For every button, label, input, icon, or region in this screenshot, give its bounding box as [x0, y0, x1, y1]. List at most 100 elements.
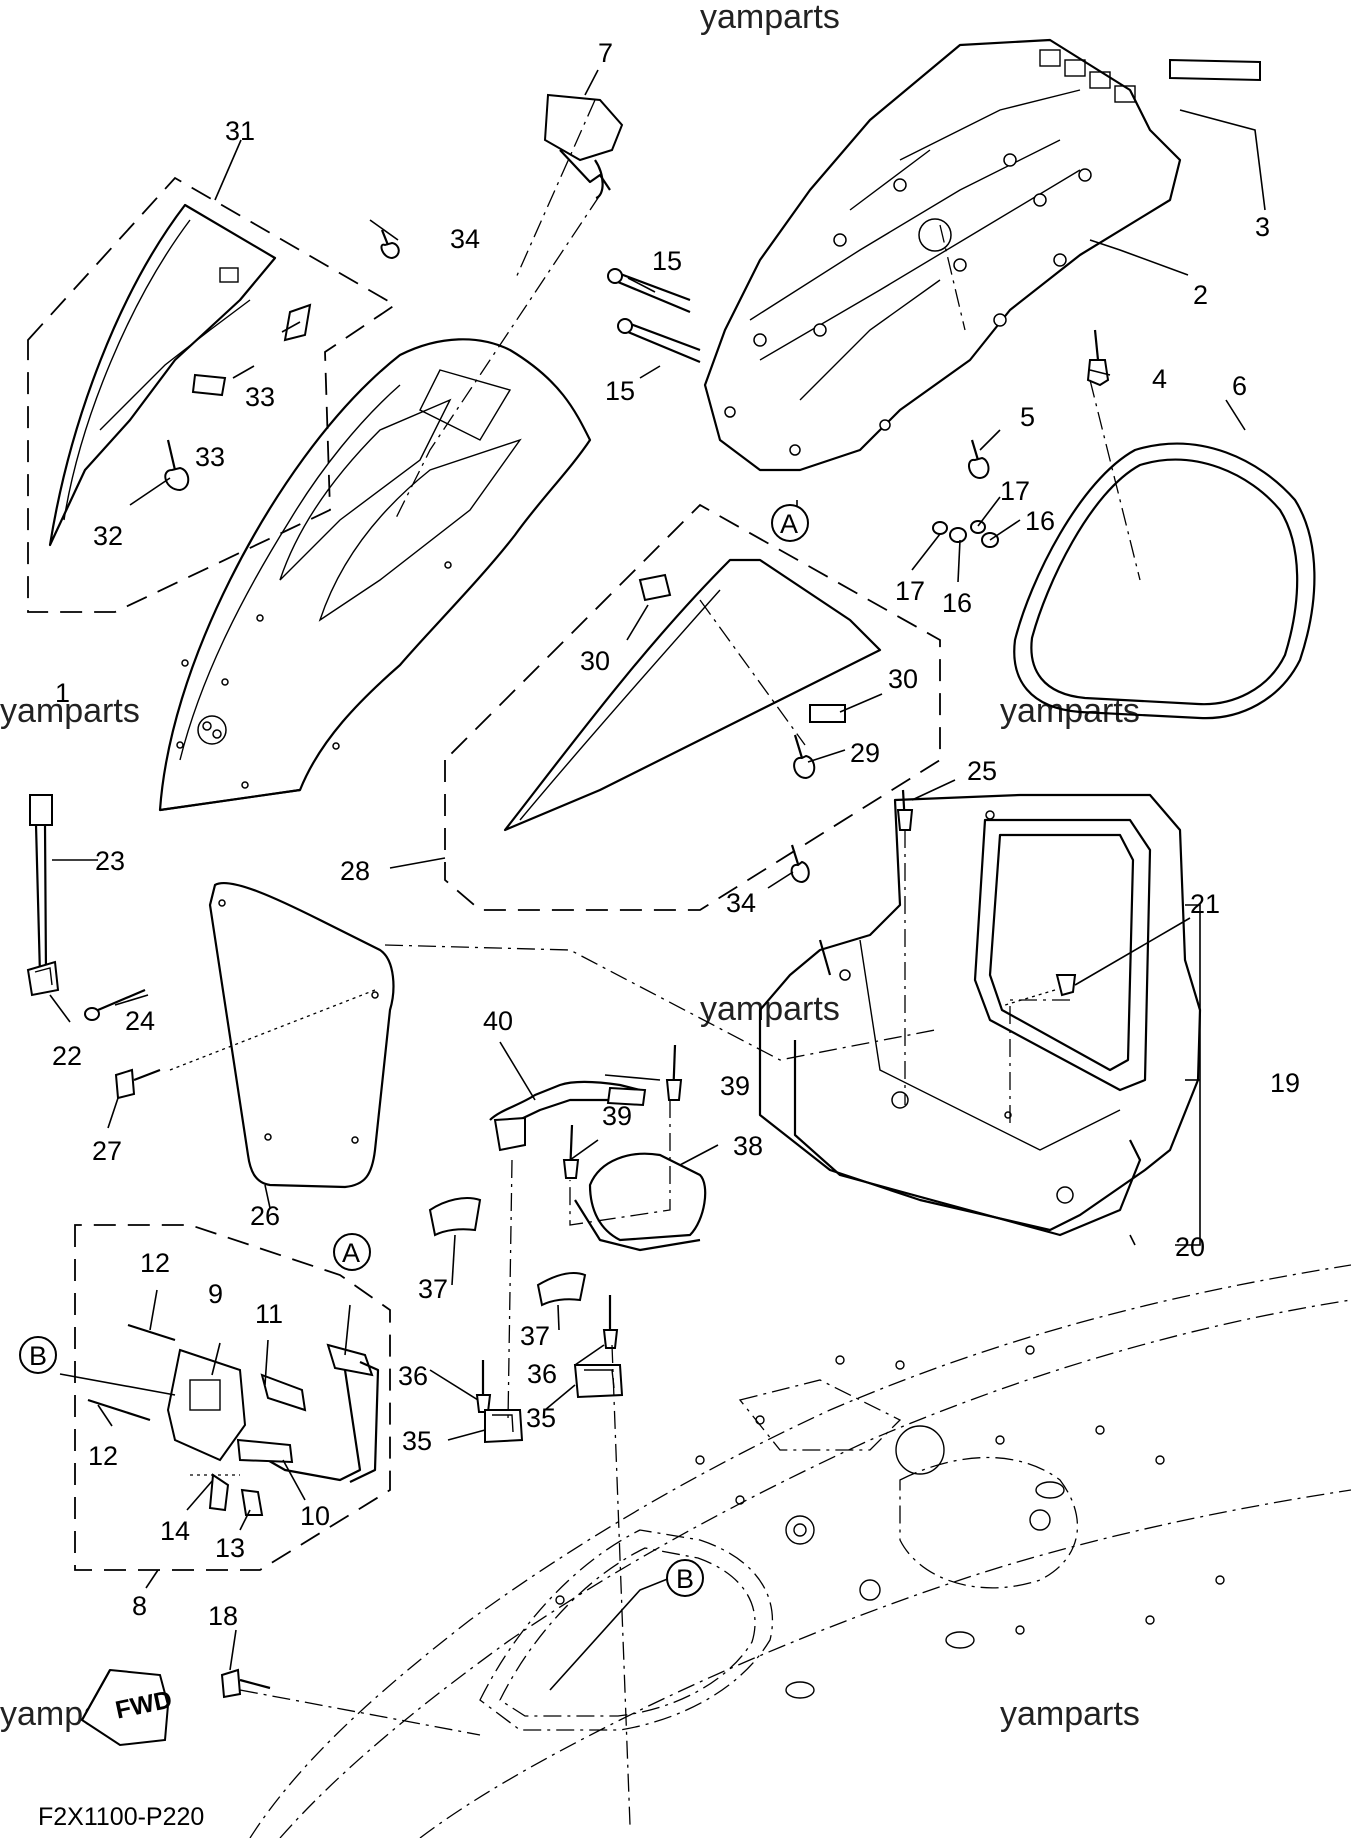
ref-marker-A: A — [771, 504, 809, 542]
hull-outline — [249, 1264, 1351, 1838]
callout-39: 39 — [602, 1101, 632, 1131]
callout-16: 16 — [1025, 506, 1055, 536]
rivet-25 — [896, 789, 914, 831]
cover-assembly-31 — [27, 176, 400, 613]
ref-marker-B: B — [666, 1559, 704, 1597]
callout-36: 36 — [398, 1361, 428, 1391]
clips-35 — [484, 1364, 624, 1444]
callout-18: 18 — [208, 1601, 238, 1631]
callout-27: 27 — [92, 1136, 122, 1166]
callout-22: 22 — [52, 1041, 82, 1071]
screw-29 — [793, 734, 816, 780]
screw-34-lower — [790, 844, 810, 884]
nuts-16-17 — [932, 520, 999, 548]
callout-10: 10 — [300, 1501, 330, 1531]
storage-bin-19 — [758, 793, 1202, 1237]
screw-18 — [220, 1668, 271, 1699]
strap-23 — [29, 794, 53, 977]
callout-19: 19 — [1270, 1068, 1300, 1098]
callout-21: 21 — [1190, 889, 1220, 919]
fwd-arrow-icon: FWD — [80, 1668, 174, 1747]
callout-4: 4 — [1152, 364, 1167, 394]
ref-marker-label: B — [676, 1564, 694, 1594]
callout-7: 7 — [598, 38, 613, 68]
callout-16: 16 — [942, 588, 972, 618]
callout-8: 8 — [132, 1591, 147, 1621]
callout-12: 12 — [88, 1441, 118, 1471]
callout-35: 35 — [526, 1403, 556, 1433]
callout-14: 14 — [160, 1516, 190, 1546]
vent-cap-7 — [543, 93, 624, 200]
callout-labels: 7 31 34 33 33 32 15 15 3 2 4 5 6 17 16 1… — [52, 38, 1300, 1631]
callout-32: 32 — [93, 521, 123, 551]
ref-marker-A: A — [333, 1233, 371, 1271]
callout-23: 23 — [95, 846, 125, 876]
callout-2: 2 — [1193, 280, 1208, 310]
callout-34: 34 — [450, 224, 480, 254]
seal-6 — [1013, 442, 1316, 720]
projection-lines — [169, 99, 1141, 1826]
callout-30: 30 — [888, 664, 918, 694]
callout-29: 29 — [850, 738, 880, 768]
callout-26: 26 — [250, 1201, 280, 1231]
callout-30: 30 — [580, 646, 610, 676]
callout-6: 6 — [1232, 371, 1247, 401]
watermark: yamparts — [700, 990, 840, 1028]
ref-marker-label: A — [780, 509, 798, 539]
callout-37: 37 — [520, 1321, 550, 1351]
plug-4 — [1086, 329, 1110, 387]
bracket-40 — [489, 1080, 647, 1152]
watermark: yamparts — [700, 0, 840, 36]
callout-1: 1 — [55, 678, 70, 708]
callout-11: 11 — [255, 1299, 283, 1329]
callout-3: 3 — [1255, 212, 1270, 242]
callout-15: 15 — [605, 376, 635, 406]
callout-13: 13 — [215, 1533, 245, 1563]
callout-28: 28 — [340, 856, 370, 886]
hood-1 — [158, 338, 592, 812]
ref-marker-label: B — [29, 1341, 47, 1371]
screw-27 — [114, 1068, 161, 1100]
callout-34: 34 — [726, 888, 756, 918]
clip-22 — [26, 960, 60, 997]
shims-37 — [428, 1197, 587, 1307]
callout-37: 37 — [418, 1274, 448, 1304]
clip-21 — [1055, 974, 1077, 997]
rivets-39 — [562, 1044, 683, 1179]
rivet-24 — [84, 988, 146, 1021]
plate-26 — [208, 882, 395, 1189]
callout-5: 5 — [1020, 402, 1035, 432]
callout-17: 17 — [895, 576, 925, 606]
cover-assembly-28 — [444, 503, 941, 911]
cover-38 — [574, 1152, 707, 1252]
callout-31: 31 — [225, 116, 255, 146]
callout-20: 20 — [1175, 1232, 1205, 1262]
callout-12: 12 — [140, 1248, 170, 1278]
callout-38: 38 — [733, 1131, 763, 1161]
diagram-code: F2X1100-P220 — [38, 1803, 204, 1831]
pedal-assembly-8 — [74, 1224, 391, 1571]
callout-39: 39 — [720, 1071, 750, 1101]
callout-40: 40 — [483, 1006, 513, 1036]
rivets-36 — [475, 1295, 619, 1413]
callout-24: 24 — [125, 1006, 155, 1036]
callout-17: 17 — [1000, 476, 1030, 506]
callout-36: 36 — [527, 1359, 557, 1389]
callout-15: 15 — [652, 246, 682, 276]
callout-25: 25 — [967, 756, 997, 786]
watermark: yamparts — [0, 692, 140, 730]
screw-34-upper — [380, 229, 400, 260]
ref-marker-label: A — [342, 1238, 360, 1268]
leader-lines — [49, 69, 1266, 1691]
callout-33: 33 — [245, 382, 275, 412]
screw-5 — [968, 439, 990, 480]
rear-frame-2 — [703, 38, 1261, 472]
callout-33: 33 — [195, 442, 225, 472]
ref-marker-B: B — [19, 1336, 57, 1374]
callout-9: 9 — [208, 1279, 223, 1309]
callout-35: 35 — [402, 1426, 432, 1456]
watermark: yamparts — [1000, 1695, 1140, 1733]
screw-32 — [164, 439, 190, 492]
bolts-15 — [607, 268, 701, 364]
